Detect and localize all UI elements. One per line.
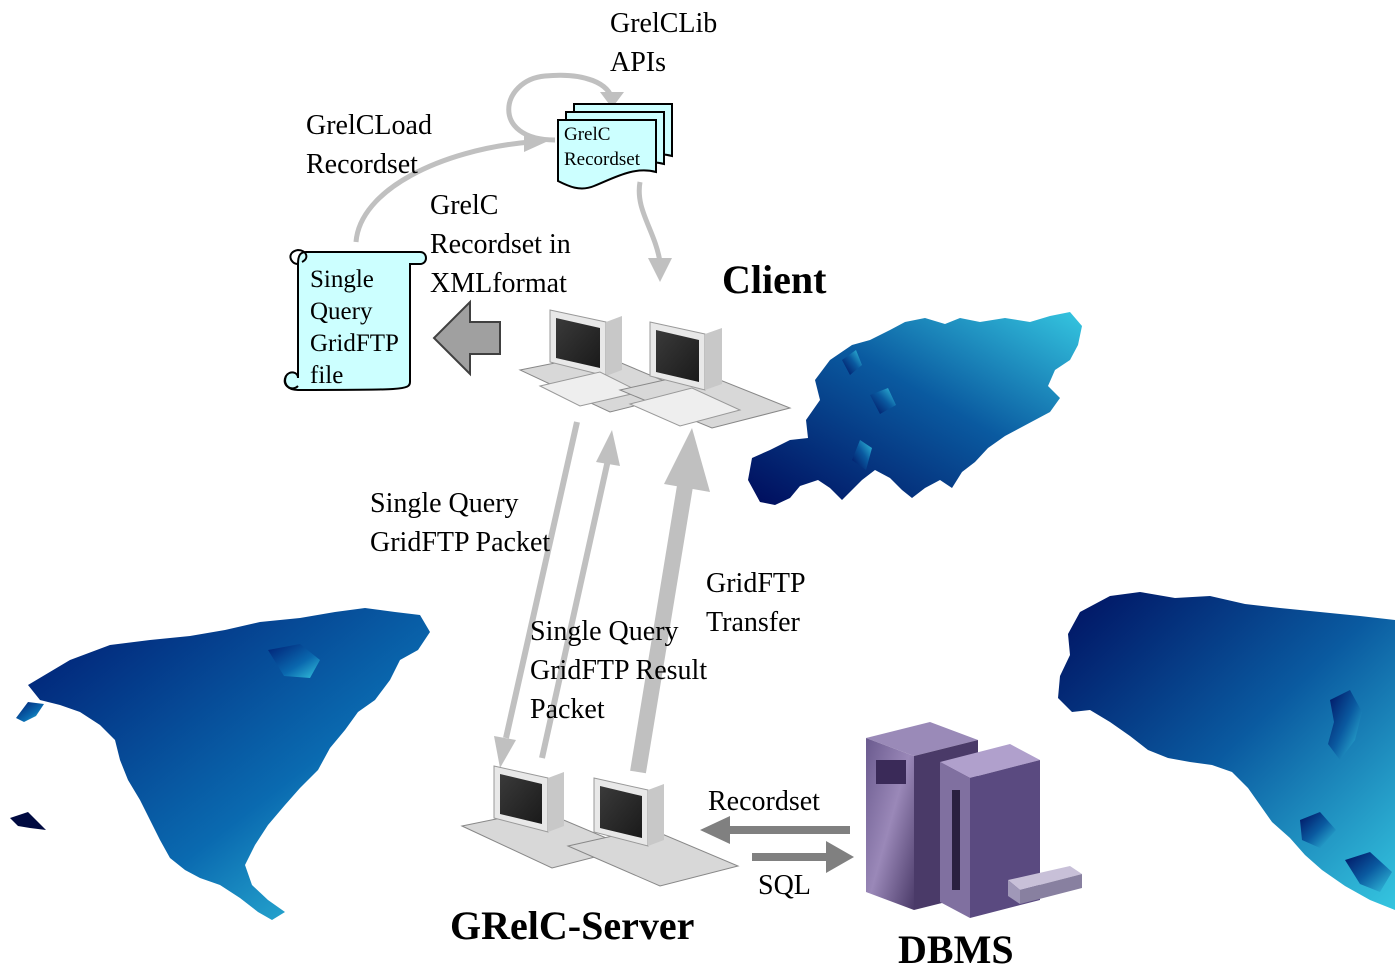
xml-recordset-label: GrelC Recordset in XMLformat [430,190,571,299]
north-america-map-icon [10,608,430,920]
dbms-server-icon [866,722,1082,918]
load-recordset-label: GrelCLoad Recordset [306,110,432,180]
client-label: Client [722,257,827,302]
recordset-doc-label: GrelC Recordset [564,124,640,170]
sql-label: SQL [758,870,811,901]
recordset-return-arrow [700,816,850,844]
result-packet-arrow [539,430,620,759]
query-packet-label: Single Query GridFTP Packet [370,488,551,558]
result-packet-label: Single Query GridFTP Result Packet [530,616,708,725]
lib-apis-label: GrelCLib APIs [610,8,718,78]
recordset-to-client-arrow [636,181,672,282]
scroll-doc-label: Single Query GridFTP file [310,266,399,389]
server-label: GRelC-Server [450,903,695,948]
query-packet-arrow [494,421,580,768]
europe-map-icon [748,312,1082,505]
client-computer-icon [518,309,792,429]
asia-map-icon [1058,592,1395,910]
scroll-doc-icon [283,248,427,392]
api-loop-arrow [506,72,624,143]
gridftp-transfer-label: GridFTP Transfer [706,568,806,638]
client-to-file-block-arrow [432,299,501,377]
recordset-doc-icon [557,103,673,190]
server-computer-icon [460,765,740,887]
load-recordset-arrow [353,132,546,243]
sql-arrow [752,841,854,873]
dbms-label: DBMS [898,927,1014,972]
gridftp-transfer-arrow [630,428,710,774]
recordset-label: Recordset [708,786,820,817]
